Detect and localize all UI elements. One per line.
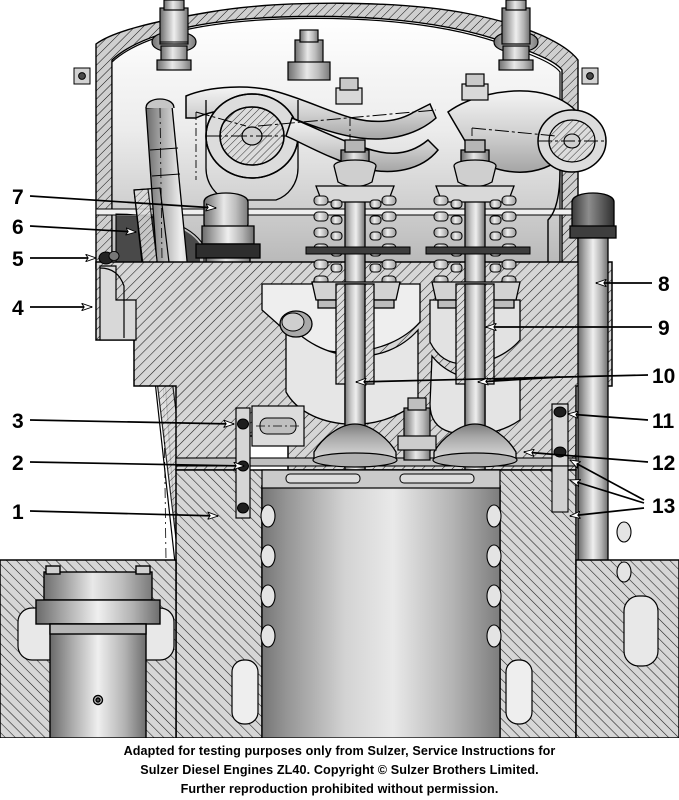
head-seal-rings-left (235, 405, 305, 519)
valve-adjuster-left (335, 77, 363, 105)
right-block-pockets (623, 595, 659, 667)
nozzle-holder-body (35, 565, 161, 738)
center-vent-boss (287, 29, 331, 81)
rocker-arm-left (185, 86, 440, 201)
leader-2 (29, 461, 244, 466)
engine-cross-section-diagram: 7 6 5 4 3 2 1 8 9 10 11 12 13 (0, 0, 679, 738)
leader-12 (524, 452, 649, 463)
callout-13: 13 (652, 495, 675, 518)
figure-caption: Adapted for testing purposes only from S… (0, 742, 679, 799)
head-corner-bolt-left (73, 67, 91, 85)
water-jacket-pockets (231, 659, 533, 725)
callout-numbers: 7 6 5 4 3 2 1 8 9 10 11 12 13 (12, 186, 675, 524)
leader-13-c (570, 507, 645, 516)
callout-6: 6 (12, 216, 24, 239)
cutaway-drawing-canvas: 7 6 5 4 3 2 1 8 9 10 11 12 13 (0, 0, 679, 738)
leader-13-b (570, 480, 645, 504)
callout-leaders (29, 195, 652, 516)
callout-5: 5 (12, 248, 24, 271)
callout-11: 11 (652, 410, 675, 433)
seal-5-oring (98, 250, 120, 265)
valve-spring-outer-left (313, 195, 397, 286)
caption-line-3: Further reproduction prohibited without … (180, 782, 499, 796)
leader-6 (29, 225, 136, 232)
leader-7 (29, 195, 216, 208)
caption-line-1: Adapted for testing purposes only from S… (123, 744, 556, 758)
callout-7: 7 (12, 186, 24, 209)
leader-3 (29, 419, 234, 424)
leader-11 (568, 414, 649, 421)
callout-2: 2 (12, 452, 24, 475)
callout-4: 4 (12, 297, 24, 320)
callout-8: 8 (658, 273, 670, 296)
callout-1: 1 (12, 501, 24, 524)
callout-12: 12 (652, 452, 675, 475)
block-cooling-bores (260, 504, 502, 648)
leader-13-a (570, 459, 645, 501)
leader-1 (29, 510, 218, 516)
injector-nozzle-tip (397, 397, 437, 461)
valve-adjuster-right (461, 73, 489, 101)
cover-stud-left (151, 0, 197, 71)
right-block-bores (616, 521, 632, 583)
caption-line-2: Sulzer Diesel Engines ZL40. Copyright © … (140, 763, 539, 777)
callout-10: 10 (652, 365, 675, 388)
head-corner-bolt-right (581, 67, 599, 85)
callout-9: 9 (658, 317, 670, 340)
leader-10-a (356, 374, 649, 382)
callout-3: 3 (12, 410, 24, 433)
cover-stud-right (493, 0, 539, 71)
leader-10-b (478, 376, 561, 382)
head-seal-rings (551, 403, 569, 513)
liner-cooling-slots (285, 473, 475, 484)
